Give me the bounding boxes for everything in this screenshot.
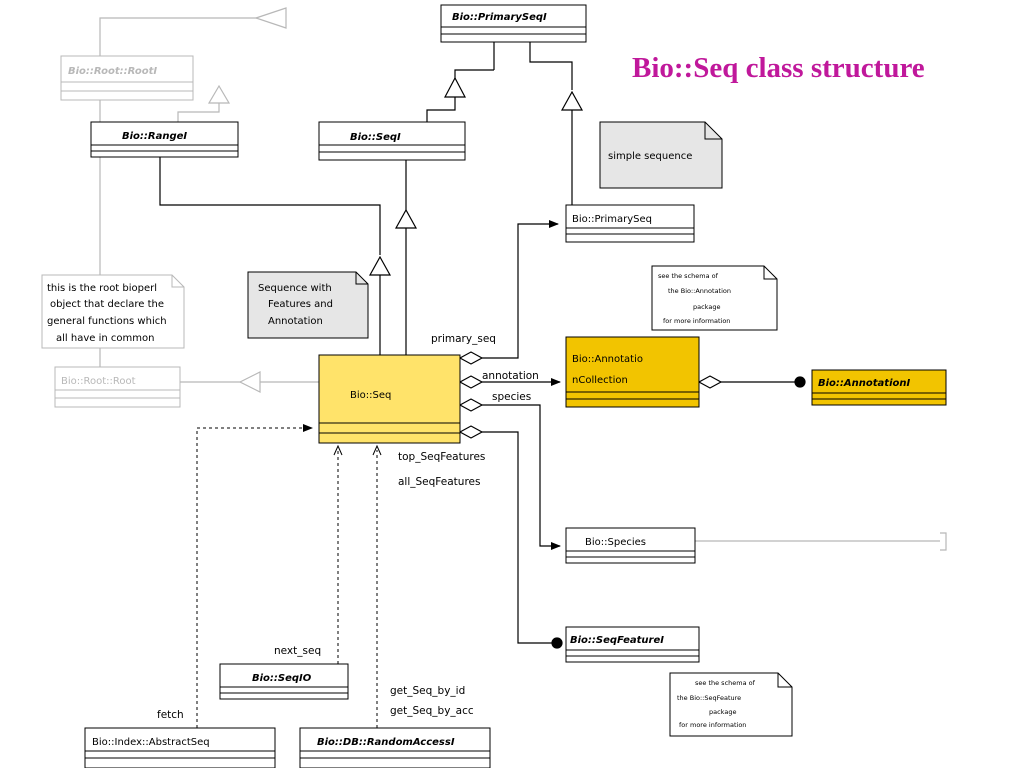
inheritance-lines <box>159 42 584 355</box>
note-line: this is the root bioperl <box>47 283 157 294</box>
note-line: general functions which <box>47 316 167 327</box>
dependency-lines <box>196 424 378 728</box>
label-annotation: annotation <box>482 370 539 382</box>
slide-title: Bio::Seq class structure <box>632 52 925 84</box>
class-seqfeature-i[interactable]: Bio::SeqFeatureI <box>565 626 700 663</box>
class-name: Bio::PrimarySeqI <box>452 12 547 23</box>
class-name: Bio::RangeI <box>122 131 187 142</box>
note-line: for more information <box>663 317 730 325</box>
class-name: Bio::SeqIO <box>252 673 312 684</box>
class-name: Bio::Root::Root <box>61 376 136 387</box>
class-name: Bio::Root::RootI <box>68 66 157 77</box>
label-next-seq: next_seq <box>274 645 321 657</box>
note-seqfeature-schema: see the schema of the Bio::SeqFeature pa… <box>669 672 793 737</box>
class-index-abstract-seq[interactable]: Bio::Index::AbstractSeq <box>84 727 276 768</box>
note-line: all have in common <box>56 333 154 344</box>
label-primary-seq: primary_seq <box>431 333 496 345</box>
note-line: see the schema of <box>658 272 719 280</box>
label-all-seqfeatures: all_SeqFeatures <box>398 476 480 488</box>
label-get-seq-by-id: get_Seq_by_id <box>390 685 465 697</box>
class-name: Bio::Annotatio <box>572 354 643 365</box>
class-name: Bio::Seq <box>350 390 391 401</box>
class-seq-i[interactable]: Bio::SeqI <box>318 121 466 161</box>
note-line: Sequence with <box>258 283 332 294</box>
note-line: package <box>693 303 720 311</box>
note-sequence-features: Sequence with Features and Annotation <box>247 271 369 339</box>
class-name: Bio::SeqFeatureI <box>570 635 664 646</box>
class-name: Bio::PrimarySeq <box>572 214 652 225</box>
class-name: Bio::SeqI <box>350 132 401 143</box>
label-get-seq-by-acc: get_Seq_by_acc <box>390 705 474 717</box>
note-simple-sequence: simple sequence <box>599 121 723 189</box>
note-simple-sequence-text: simple sequence <box>608 151 692 162</box>
class-root-root[interactable]: Bio::Root::Root <box>54 366 181 408</box>
class-name: nCollection <box>572 375 628 386</box>
note-line: object that declare the <box>50 299 164 310</box>
root-inheritance-lines <box>99 7 947 551</box>
class-name: Bio::DB::RandomAccessI <box>317 737 455 748</box>
note-line: the Bio::Annotation <box>668 287 731 295</box>
association-lines <box>458 220 806 649</box>
note-annotation-schema: see the schema of the Bio::Annotation pa… <box>651 265 778 331</box>
class-annotation-i[interactable]: Bio::AnnotationI <box>811 369 947 406</box>
note-root-object: this is the root bioperl object that dec… <box>41 274 185 349</box>
label-species: species <box>492 391 531 403</box>
note-line: the Bio::SeqFeature <box>677 694 741 702</box>
note-line: Annotation <box>268 316 323 327</box>
class-db-randomaccess[interactable]: Bio::DB::RandomAccessI <box>299 727 491 768</box>
class-primaryseq[interactable]: Bio::PrimarySeq <box>565 204 695 243</box>
class-name: Bio::AnnotationI <box>818 378 910 389</box>
class-range-i[interactable]: Bio::RangeI <box>90 121 239 158</box>
label-top-seqfeatures: top_SeqFeatures <box>398 451 485 463</box>
note-line: for more information <box>679 721 746 729</box>
class-root-i[interactable]: Bio::Root::RootI <box>60 55 194 101</box>
note-line: Features and <box>268 299 333 310</box>
class-species[interactable]: Bio::Species <box>565 527 696 564</box>
class-name: Bio::Index::AbstractSeq <box>92 737 210 748</box>
class-seqio[interactable]: Bio::SeqIO <box>219 663 349 700</box>
note-line: see the schema of <box>695 679 756 687</box>
note-line: package <box>709 708 736 716</box>
class-name: Bio::Species <box>585 537 646 548</box>
class-primaryseq-i[interactable]: Bio::PrimarySeqI <box>440 4 587 43</box>
class-seq[interactable]: Bio::Seq <box>318 354 461 444</box>
label-fetch: fetch <box>157 709 184 721</box>
class-annotation-collection[interactable]: Bio::Annotatio nCollection <box>565 336 700 408</box>
